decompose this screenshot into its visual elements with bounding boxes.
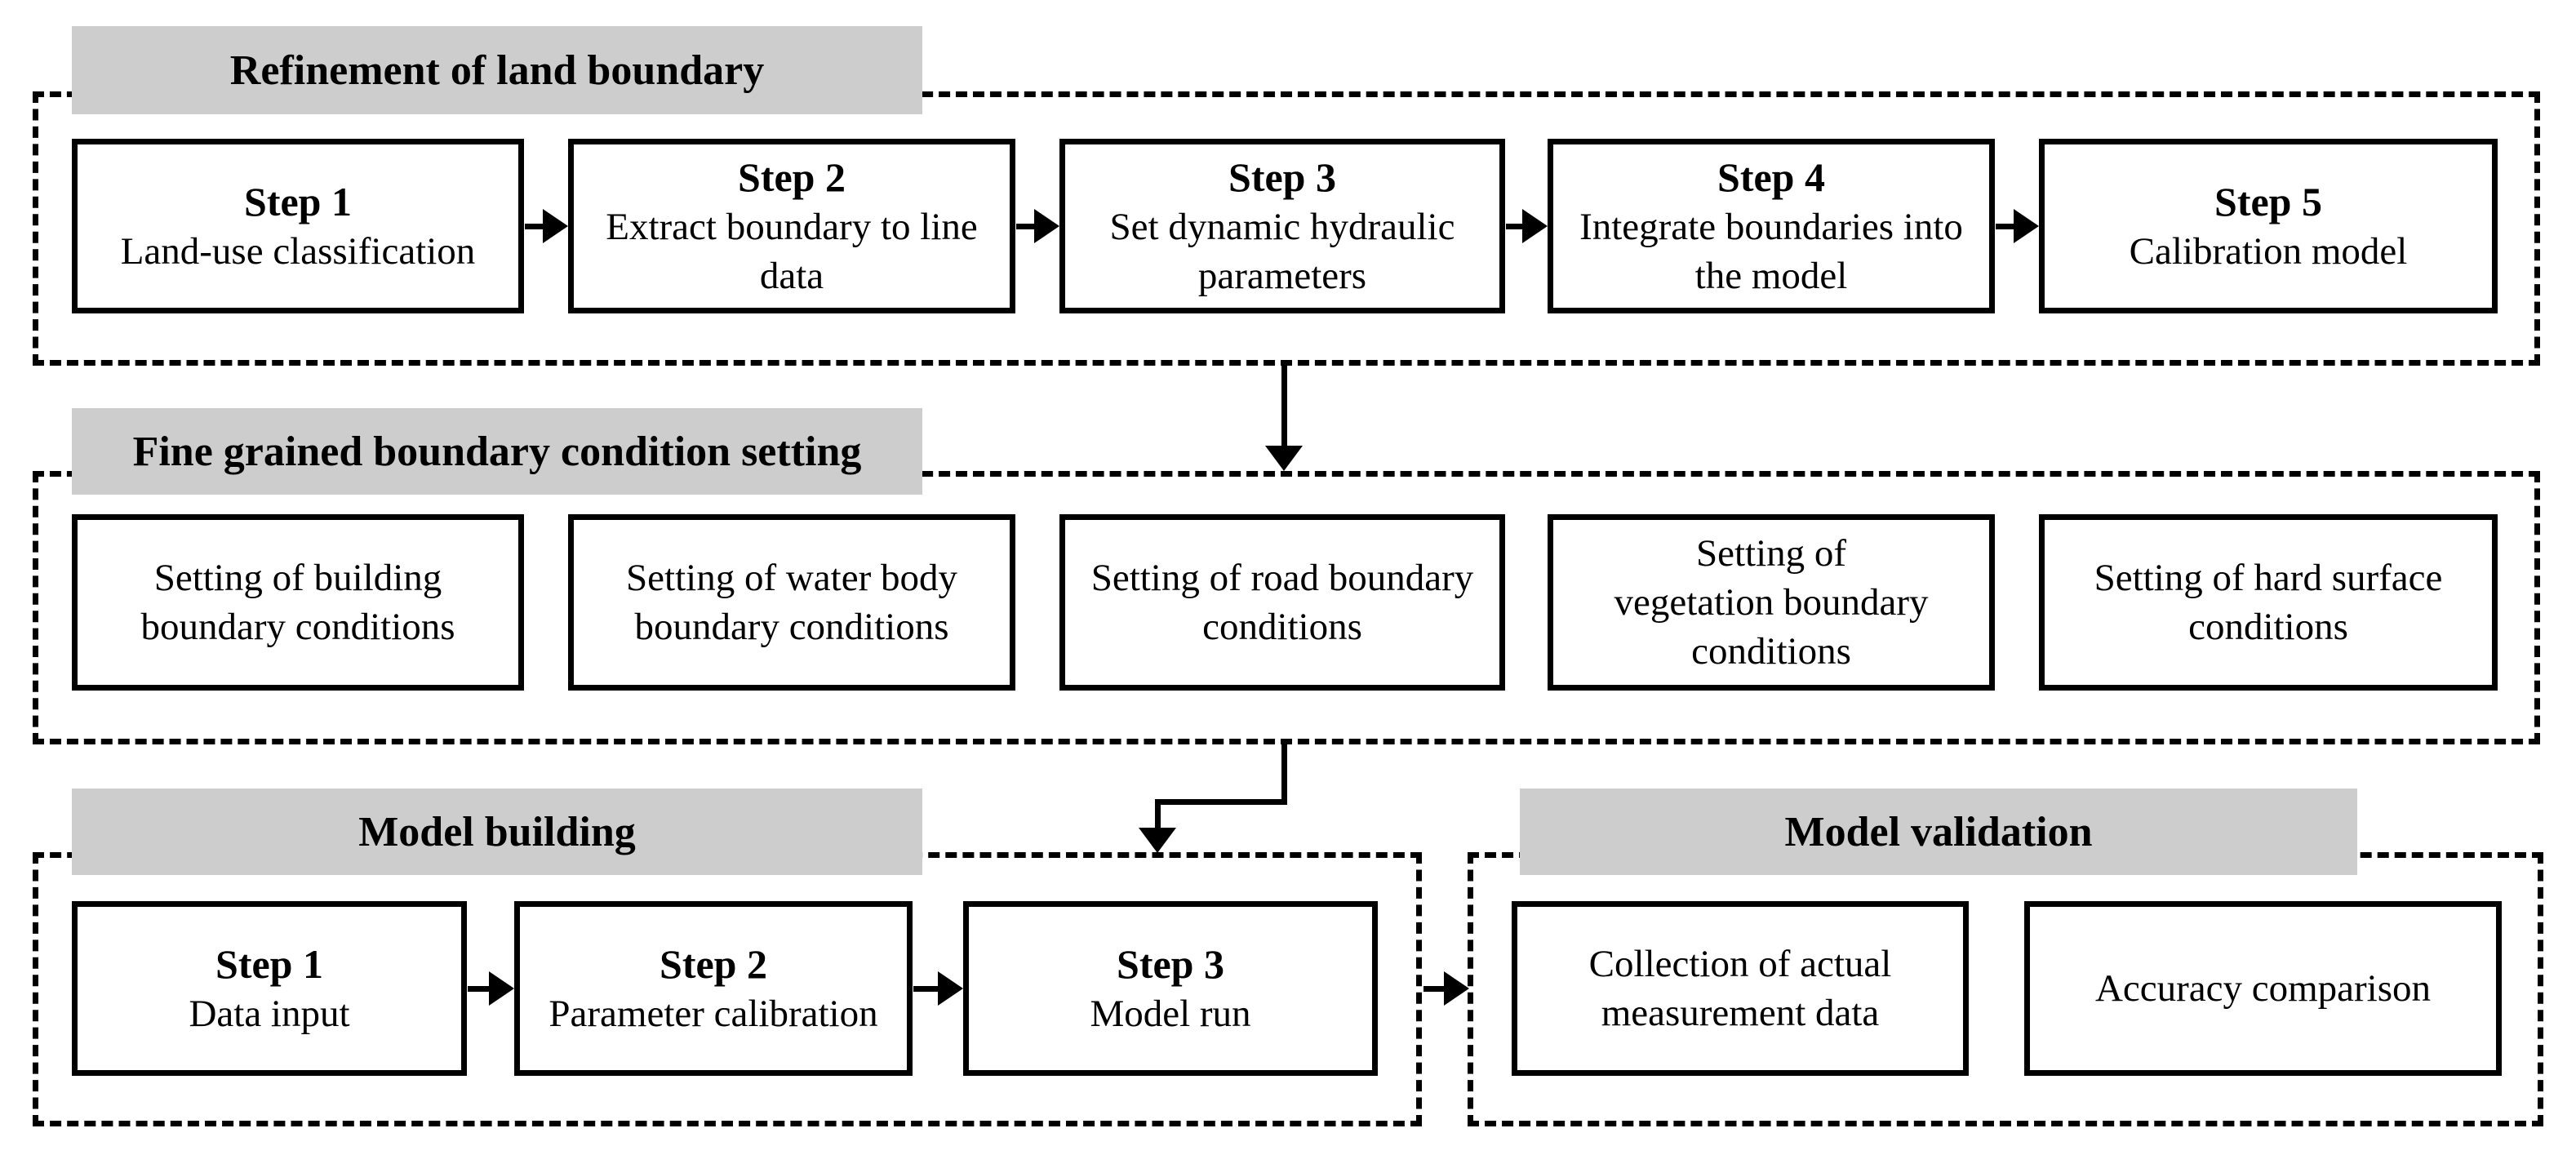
arrow-line <box>468 986 491 992</box>
box-parameter-calibration: Step 2 Parameter calibration <box>514 901 913 1076</box>
box-land-use-classification: Step 1 Land-use classification <box>72 139 524 313</box>
box-step-label: Step 3 <box>1228 154 1336 200</box>
box-text: Setting of water body boundary condition… <box>626 557 957 648</box>
arrow-line <box>1281 364 1287 449</box>
box-text: Extract boundary to line data <box>606 206 978 297</box>
section-boundary-condition-title: Fine grained boundary condition setting <box>72 408 922 495</box>
box-text: Calibration model <box>2129 230 2408 273</box>
arrow-line <box>1423 986 1446 992</box>
box-text: Setting of vegetation boundary condition… <box>1614 532 1929 673</box>
arrow-line <box>913 986 939 992</box>
box-text: Setting of hard surface conditions <box>2094 557 2443 648</box>
arrow-line <box>1155 799 1161 830</box>
box-data-input: Step 1 Data input <box>72 901 467 1076</box>
box-road-boundary: Setting of road boundary conditions <box>1059 514 1505 691</box>
box-text: Set dynamic hydraulic parameters <box>1109 206 1455 297</box>
box-text: Land-use classification <box>120 230 476 273</box>
arrow-head <box>543 209 568 243</box>
box-model-run: Step 3 Model run <box>963 901 1378 1076</box>
arrow-line <box>1281 744 1287 805</box>
arrow-line <box>1155 799 1287 805</box>
arrow-head <box>1522 209 1548 243</box>
section-refinement-title: Refinement of land boundary <box>72 26 922 114</box>
arrow-line <box>1996 224 2017 229</box>
arrow-head <box>938 971 963 1006</box>
arrow-head <box>1444 971 1469 1006</box>
box-step-label: Step 1 <box>215 941 323 987</box>
arrow-head <box>1265 446 1303 471</box>
arrow-head <box>2014 209 2039 243</box>
box-text: Integrate boundaries into the model <box>1579 206 1963 297</box>
box-accuracy-comparison: Accuracy comparison <box>2024 901 2502 1076</box>
box-text: Setting of building boundary conditions <box>140 557 455 648</box>
box-integrate-boundaries: Step 4 Integrate boundaries into the mod… <box>1548 139 1995 313</box>
box-step-label: Step 5 <box>2214 179 2322 224</box>
section-model-building-title: Model building <box>72 789 922 875</box>
arrow-head <box>1139 828 1176 853</box>
box-vegetation-boundary: Setting of vegetation boundary condition… <box>1548 514 1995 691</box>
box-calibration-model: Step 5 Calibration model <box>2039 139 2498 313</box>
box-set-hydraulic-parameters: Step 3 Set dynamic hydraulic parameters <box>1059 139 1505 313</box>
arrow-line <box>525 224 546 229</box>
box-step-label: Step 4 <box>1717 154 1825 200</box>
box-step-label: Step 1 <box>244 179 352 224</box>
box-text: Accuracy comparison <box>2094 967 2432 1010</box>
arrow-head <box>1034 209 1059 243</box>
arrow-head <box>489 971 514 1006</box>
box-text: Data input <box>189 993 350 1035</box>
box-text: Parameter calibration <box>549 993 878 1035</box>
box-step-label: Step 2 <box>738 154 846 200</box>
box-collection-measurement: Collection of actual measurement data <box>1512 901 1969 1076</box>
section-boundary-condition-panel <box>33 471 2540 744</box>
arrow-line <box>1506 224 1526 229</box>
arrow-line <box>1016 224 1037 229</box>
box-text: Setting of road boundary conditions <box>1090 557 1474 648</box>
box-text: Model run <box>1090 993 1251 1035</box>
box-step-label: Step 3 <box>1117 941 1224 987</box>
box-text: Collection of actual measurement data <box>1588 943 1892 1034</box>
box-water-body-boundary: Setting of water body boundary condition… <box>568 514 1015 691</box>
box-extract-boundary: Step 2 Extract boundary to line data <box>568 139 1015 313</box>
section-model-validation-title: Model validation <box>1520 789 2357 875</box>
box-step-label: Step 2 <box>660 941 767 987</box>
box-hard-surface: Setting of hard surface conditions <box>2039 514 2498 691</box>
box-building-boundary: Setting of building boundary conditions <box>72 514 524 691</box>
section-refinement-panel <box>33 91 2540 366</box>
